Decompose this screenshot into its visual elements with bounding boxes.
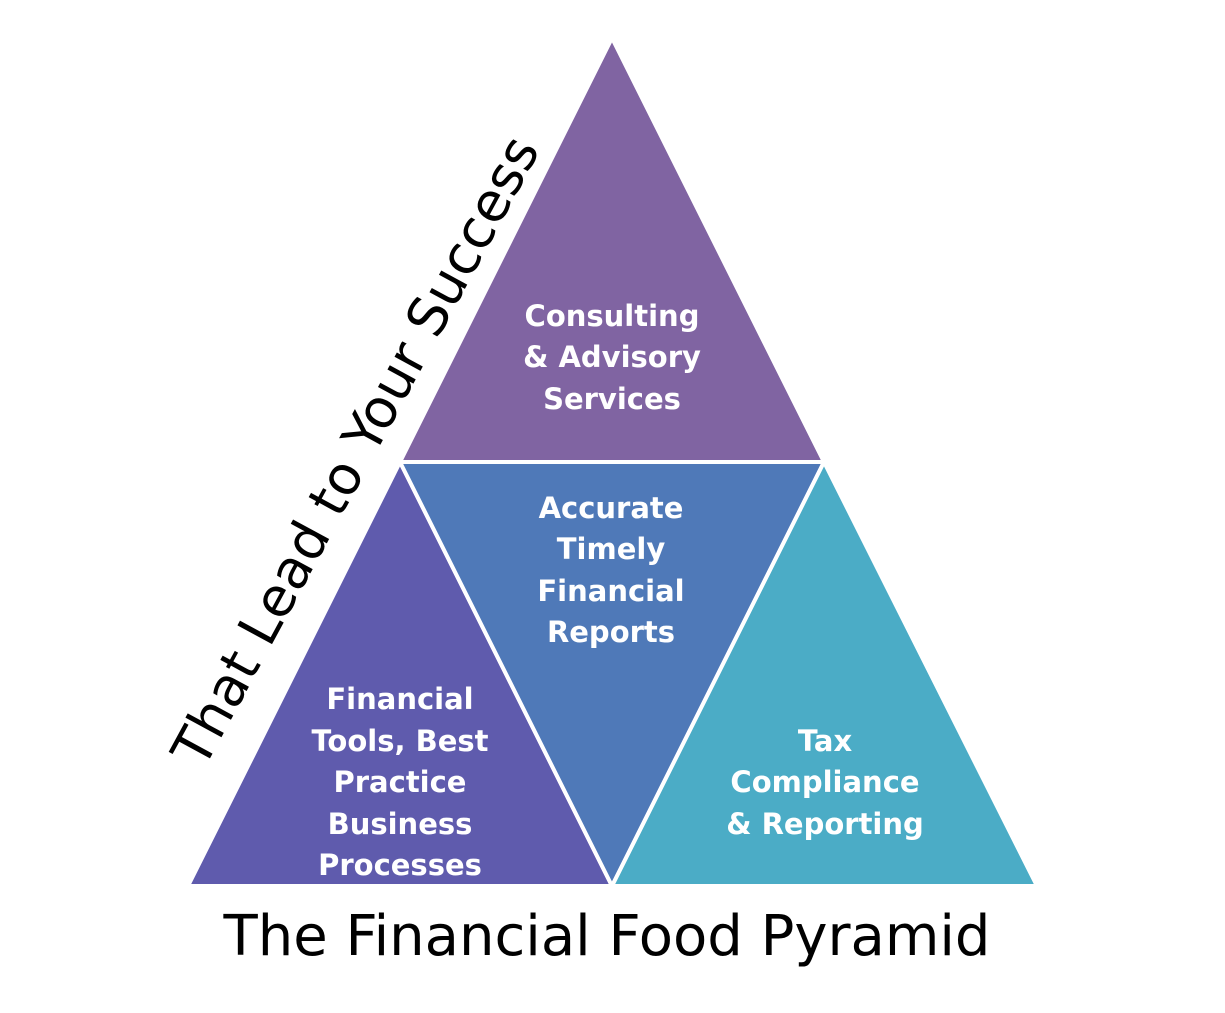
label-line: & Advisory xyxy=(523,340,701,374)
label-line: Tools, Best xyxy=(312,724,489,758)
label-line: Financial xyxy=(326,682,473,716)
label-line: Accurate xyxy=(539,491,684,525)
label-line: & Reporting xyxy=(726,807,924,841)
label-line: Compliance xyxy=(730,765,919,799)
label-line: Practice xyxy=(334,765,467,799)
diagram-title: The Financial Food Pyramid xyxy=(223,904,991,969)
segment-top-label: Consulting & Advisory Services xyxy=(523,299,701,416)
segment-left-label: Financial Tools, Best Practice Business … xyxy=(312,682,489,882)
label-line: Timely xyxy=(557,532,666,566)
segment-center-label: Accurate Timely Financial Reports xyxy=(537,491,684,649)
label-line: Reports xyxy=(547,615,675,649)
label-line: Financial xyxy=(537,574,684,608)
label-line: Consulting xyxy=(525,299,700,333)
segment-right xyxy=(608,457,1041,888)
segment-right-label: Tax Compliance & Reporting xyxy=(726,724,924,841)
label-line: Tax xyxy=(798,724,853,758)
label-line: Business xyxy=(328,807,473,841)
label-line: Processes xyxy=(318,848,482,882)
label-line: Services xyxy=(543,382,681,416)
